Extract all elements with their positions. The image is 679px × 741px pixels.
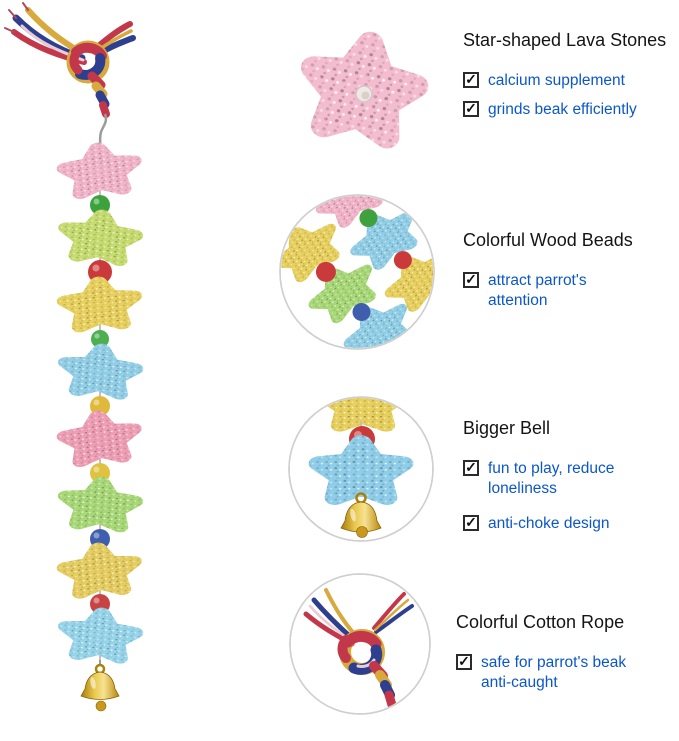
feature-item: ✓ grinds beak efficiently — [463, 100, 666, 120]
feature-text: calcium supplement — [488, 72, 625, 89]
feature-section-lava-stones: Star-shaped Lava Stones ✓ calcium supple… — [463, 30, 666, 129]
callout-bell — [286, 394, 436, 549]
bell-clapper — [95, 700, 107, 712]
callout-cotton-rope — [288, 572, 432, 721]
feature-section-wood-beads: Colorful Wood Beads ✓ attract parrot's a… — [463, 230, 633, 320]
callout-lava-stone — [284, 14, 440, 175]
stone-hole-shadow — [361, 91, 370, 100]
rope-closeup — [289, 573, 431, 715]
feature-item: ✓ attract parrot's attention — [463, 271, 633, 311]
wood-bead — [90, 195, 110, 215]
wood-bead — [359, 209, 378, 228]
feature-item: ✓ calcium supplement — [463, 71, 666, 91]
hanging-wire — [98, 113, 108, 149]
feature-item: ✓ fun to play, reduce loneliness — [463, 459, 648, 499]
callout-wood-beads — [277, 192, 437, 357]
lava-stone — [64, 610, 136, 659]
lava-stone — [64, 346, 136, 395]
check-mark-icon: ✓ — [465, 71, 477, 87]
feature-text: safe for parrot's beak anti-caught — [481, 654, 627, 691]
wood-bead — [352, 302, 371, 321]
rope-knot — [303, 588, 414, 710]
checkbox-icon: ✓ — [463, 513, 479, 531]
check-mark-icon: ✓ — [458, 653, 470, 669]
feature-item: ✓ safe for parrot's beak anti-caught — [456, 653, 657, 693]
checkbox-icon: ✓ — [463, 72, 479, 88]
bell — [340, 492, 382, 538]
rope-knot — [4, 2, 136, 118]
bell-clapper — [356, 526, 368, 538]
lava-stone — [64, 280, 135, 328]
section-title: Colorful Wood Beads — [463, 230, 633, 250]
section-title: Colorful Cotton Rope — [456, 612, 625, 632]
wood-bead — [90, 396, 110, 416]
bell — [80, 660, 120, 712]
wood-bead — [91, 330, 109, 348]
checkbox-icon: ✓ — [463, 272, 479, 288]
wood-bead — [393, 251, 412, 270]
beads-closeup — [279, 194, 435, 350]
lava-stone — [65, 480, 136, 528]
check-mark-icon: ✓ — [465, 99, 477, 116]
bird-toy-illustration — [4, 2, 180, 712]
section-title: Star-shaped Lava Stones — [463, 30, 667, 50]
section-title: Bigger Bell — [463, 418, 551, 438]
lava-stone-closeup — [284, 14, 440, 170]
bell-closeup — [288, 396, 434, 542]
wood-bead — [315, 261, 336, 282]
feature-text: grinds beak efficiently — [488, 100, 637, 118]
check-mark-icon: ✓ — [465, 459, 477, 475]
checkbox-icon: ✓ — [463, 460, 479, 476]
feature-item: ✓ anti-choke design — [463, 514, 648, 534]
check-mark-icon: ✓ — [465, 513, 477, 530]
lava-stone — [64, 545, 136, 594]
check-mark-icon: ✓ — [465, 271, 477, 287]
feature-section-cotton-rope: Colorful Cotton Rope ✓ safe for parrot's… — [456, 612, 657, 702]
lava-stone — [64, 212, 137, 262]
lava-stone — [63, 413, 136, 463]
feature-text: anti-choke design — [488, 514, 610, 532]
checkbox-icon: ✓ — [456, 654, 472, 670]
feature-section-bell: Bigger Bell ✓ fun to play, reduce loneli… — [463, 418, 648, 548]
checkbox-icon: ✓ — [463, 99, 479, 117]
feature-text: fun to play, reduce loneliness — [488, 460, 615, 497]
feature-text: attract parrot's attention — [488, 272, 587, 309]
lava-stone — [63, 145, 136, 195]
